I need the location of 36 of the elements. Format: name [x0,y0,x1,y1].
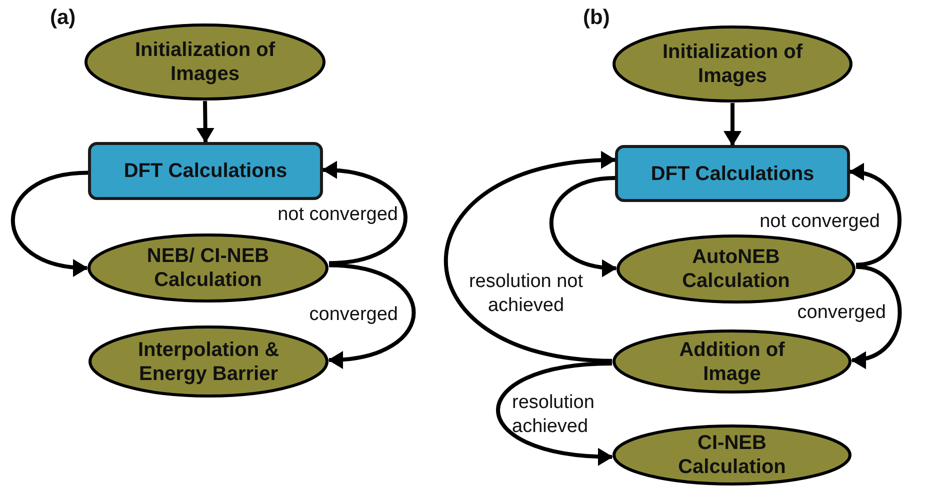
node-text: Initialization of Images [662,40,804,88]
edge-label: not converged [276,203,398,227]
process-ellipse [87,233,329,303]
arrow [849,164,902,267]
arrow [10,170,88,276]
edge-label: not converged [758,210,880,234]
arrow [196,100,214,143]
process-box [88,142,323,200]
node-text: AutoNEB Calculation [681,245,791,293]
process-ellipse [616,234,856,304]
node-text: DFT Calculations [650,162,816,186]
panel-label: (a) [50,6,76,30]
node-text: NEB/ CI-NEB Calculation [146,244,270,292]
arrow [444,152,616,363]
arrow [322,162,408,266]
arrow [496,361,613,466]
process-ellipse [88,325,329,398]
arrow [328,263,416,368]
node-text: DFT Calculations [122,159,288,183]
edge-label: converged [796,301,886,325]
edge-label: resolution not achieved [468,270,584,318]
panel-label: (b) [583,6,610,30]
node-text: Initialization of Images [134,38,276,86]
edge-label: resolution achieved [512,391,596,439]
arrow [549,176,617,276]
process-ellipse [84,23,326,101]
process-box [615,145,850,202]
node-text: Interpolation & Energy Barrier [136,338,280,386]
process-ellipse [612,329,852,394]
node-text: Addition of Image [678,338,786,386]
edge-label: converged [308,303,398,327]
arrow [851,264,902,368]
node-text: CI-NEB Calculation [677,431,787,479]
arrow [724,103,742,146]
process-ellipse [612,424,852,486]
process-ellipse [612,25,853,103]
